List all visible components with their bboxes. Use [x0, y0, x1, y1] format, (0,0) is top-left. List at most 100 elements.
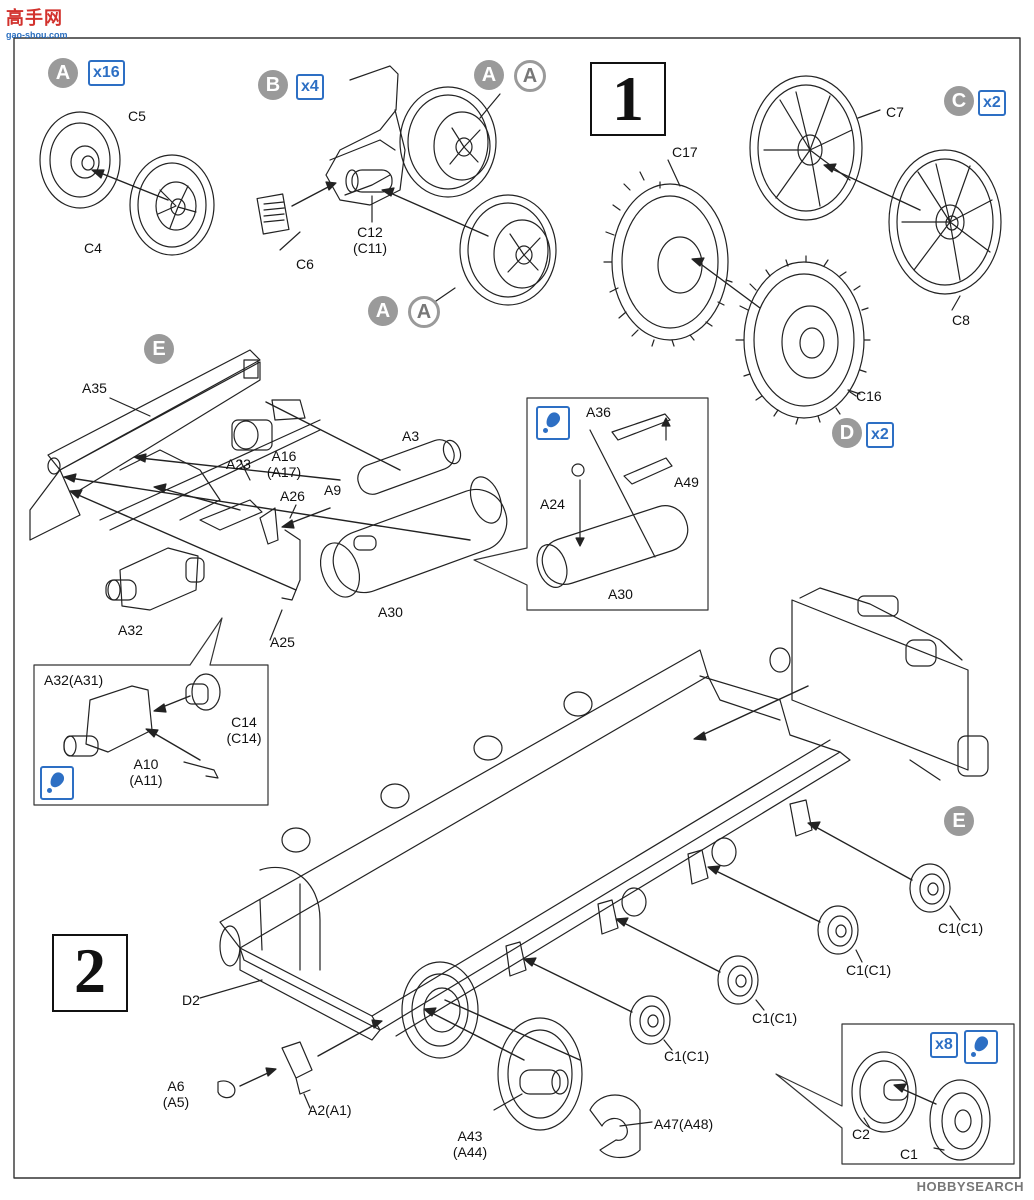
step-number-2: 2	[52, 934, 128, 1012]
label-c14: C14(C14)	[226, 714, 261, 746]
label-a10-main: A10	[133, 756, 159, 772]
label-a47-a48: A47(A48)	[654, 1116, 714, 1132]
sprocket-c16	[735, 255, 871, 425]
label-c12: C12(C11)	[353, 224, 387, 256]
part-a49	[623, 457, 673, 485]
part-c6	[256, 193, 290, 235]
bogie-wheel-lower	[459, 194, 557, 306]
sprocket-c17	[603, 171, 733, 347]
quantity-c: x2	[978, 90, 1006, 116]
detail-wheel-c2	[851, 1051, 917, 1133]
part-a6	[217, 1080, 236, 1099]
bogie-assembly	[325, 65, 497, 206]
detail-final-drive-a32	[63, 673, 221, 779]
quantity-a: x16	[88, 60, 125, 86]
label-a36: A36	[586, 404, 611, 420]
label-c14-main: C14	[231, 714, 257, 730]
label-c1: C1	[900, 1146, 918, 1162]
label-a43: A43(A44)	[453, 1128, 487, 1160]
detail-wheel-c1	[929, 1079, 991, 1161]
suspension-mounts	[505, 799, 813, 977]
quantity-d: x2	[866, 422, 894, 448]
label-a6-alt: (A5)	[162, 1094, 190, 1110]
label-c12-main: C12	[357, 224, 383, 240]
label-c1-c1-3: C1(C1)	[752, 1010, 798, 1026]
label-a16-main: A16	[271, 448, 297, 464]
quantity-b: x4	[296, 74, 324, 100]
label-a30: A30	[378, 604, 403, 620]
label-a3: A3	[402, 428, 420, 444]
wheel-c1-3	[717, 955, 759, 1005]
badge-e-bottom: E	[944, 806, 974, 836]
label-a49: A49	[674, 474, 699, 490]
glue-icon	[536, 406, 570, 440]
label-a32: A32	[118, 622, 143, 638]
label-d2: D2	[182, 992, 200, 1008]
label-a35: A35	[82, 380, 107, 396]
part-a36	[611, 413, 671, 441]
badge-a-bogie-bottom: A	[368, 296, 398, 326]
label-a26: A26	[280, 488, 305, 504]
label-a30-detail: A30	[608, 586, 633, 602]
exhaust-a3	[357, 439, 462, 495]
badge-a-open-bottom: A	[408, 296, 440, 328]
label-c8: C8	[952, 312, 970, 328]
badge-a-bogie-top: A	[474, 60, 504, 90]
badge-d: D	[832, 418, 862, 448]
drive-cover-a43	[497, 1017, 583, 1131]
label-c6: C6	[296, 256, 314, 272]
label-a43-alt: (A44)	[452, 1144, 488, 1160]
rear-plate-assembly	[29, 349, 321, 601]
label-a32-a31: A32(A31)	[44, 672, 104, 688]
label-c1-c1-1: C1(C1)	[938, 920, 984, 936]
badge-e-top: E	[144, 334, 174, 364]
label-c12-alt: (C11)	[353, 240, 387, 256]
label-a10-alt: (A11)	[129, 772, 163, 788]
wheel-c1-1	[909, 863, 951, 913]
badge-a: A	[48, 58, 78, 88]
label-c1-c1-4: C1(C1)	[664, 1048, 710, 1064]
label-a9: A9	[324, 482, 342, 498]
label-c2: C2	[852, 1126, 870, 1142]
hull-rear-plate-e	[769, 587, 989, 777]
label-c14-alt: (C14)	[226, 730, 262, 746]
label-a6-main: A6	[167, 1078, 185, 1094]
idler-wheel-c7	[749, 75, 863, 221]
label-a16-alt: (A17)	[266, 464, 302, 480]
label-a43-main: A43	[457, 1128, 483, 1144]
label-a10: A10(A11)	[129, 756, 162, 788]
label-c5: C5	[128, 108, 146, 124]
label-c7: C7	[886, 104, 904, 120]
wheel-c1-4	[629, 995, 671, 1045]
glue-icon	[964, 1030, 998, 1064]
glue-icon	[40, 766, 74, 800]
site-logo: 高手网 gao-shou.com	[6, 4, 68, 40]
badge-b: B	[258, 70, 288, 100]
road-wheel-c5	[39, 111, 121, 209]
label-a2-a1: A2(A1)	[308, 1102, 352, 1118]
label-a23: A23	[226, 456, 251, 472]
lower-hull-d2	[219, 649, 851, 1041]
final-drive-a32	[105, 547, 205, 611]
part-a47	[589, 1094, 641, 1159]
badge-c: C	[944, 86, 974, 116]
label-a6: A6(A5)	[163, 1078, 189, 1110]
part-a2	[281, 1041, 313, 1095]
muffler-a30	[319, 476, 508, 598]
detail-muffler-a30	[536, 463, 689, 588]
label-c1-c1-2: C1(C1)	[846, 962, 892, 978]
label-a24: A24	[540, 496, 565, 512]
watermark: HOBBYSEARCH	[916, 1179, 1024, 1194]
site-logo-main: 高手网	[6, 8, 63, 28]
badge-a-open-top: A	[514, 60, 546, 92]
label-a16: A16(A17)	[267, 448, 301, 480]
road-wheel-c4	[129, 154, 215, 256]
label-a25: A25	[270, 634, 295, 650]
site-logo-url: gao-shou.com	[6, 30, 68, 40]
wheel-c1-2	[817, 905, 859, 955]
step-number-1: 1	[590, 62, 666, 136]
label-c16: C16	[856, 388, 882, 404]
label-c4: C4	[84, 240, 102, 256]
